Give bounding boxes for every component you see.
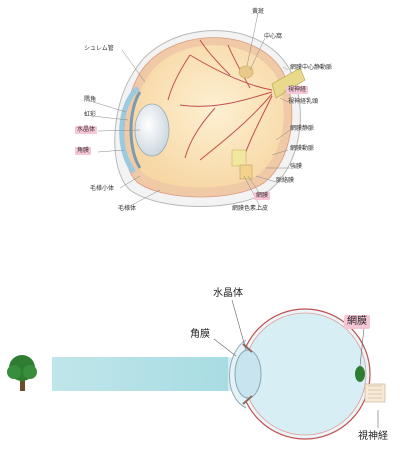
tree-icon bbox=[7, 355, 37, 391]
label-macula: 黄斑 bbox=[252, 9, 264, 15]
label-central-retinal-vein: 網膜中心静動脈 bbox=[290, 65, 332, 71]
label-cornea-top: 角膜 bbox=[75, 147, 91, 155]
label-cornea-bottom: 角膜 bbox=[190, 330, 210, 340]
label-lens-bottom: 水晶体 bbox=[213, 289, 243, 299]
label-optic-nerve-bottom: 視神経 bbox=[358, 432, 388, 442]
label-fovea: 中心窩 bbox=[264, 34, 282, 40]
retina-focus bbox=[355, 366, 365, 382]
label-schlemm-canal: シュレム管 bbox=[84, 46, 114, 52]
label-angle: 隅角 bbox=[84, 97, 96, 103]
label-sclera: 強膜 bbox=[290, 164, 302, 170]
label-rpe: 網膜色素上皮 bbox=[232, 206, 268, 212]
optic-nerve bbox=[365, 384, 385, 402]
label-ciliary-body: 毛様体 bbox=[118, 206, 136, 212]
lens-shape bbox=[135, 104, 169, 156]
retina-patch-2 bbox=[240, 165, 252, 179]
light-beam bbox=[52, 357, 228, 391]
optics-diagram bbox=[7, 300, 385, 439]
label-retinal-vein: 網膜静脈 bbox=[290, 126, 314, 132]
eyeball-cross-section bbox=[90, 13, 305, 210]
label-choroid: 脈絡膜 bbox=[276, 178, 294, 184]
label-zonule: 毛様小体 bbox=[90, 186, 114, 192]
label-retinal-artery: 網膜動脈 bbox=[290, 146, 314, 152]
label-retina-top: 網膜 bbox=[254, 192, 270, 200]
retina-patch bbox=[232, 150, 246, 166]
label-lens-top: 水晶体 bbox=[75, 126, 97, 134]
label-optic-disc: 視神経乳頭 bbox=[288, 99, 318, 105]
label-optic-nerve-top: 視神経 bbox=[286, 86, 308, 94]
eyeball-inner bbox=[244, 313, 366, 435]
label-retina-bottom: 網膜 bbox=[344, 315, 370, 329]
lens-ellipse bbox=[235, 350, 261, 398]
label-iris: 虹彩 bbox=[84, 112, 96, 118]
